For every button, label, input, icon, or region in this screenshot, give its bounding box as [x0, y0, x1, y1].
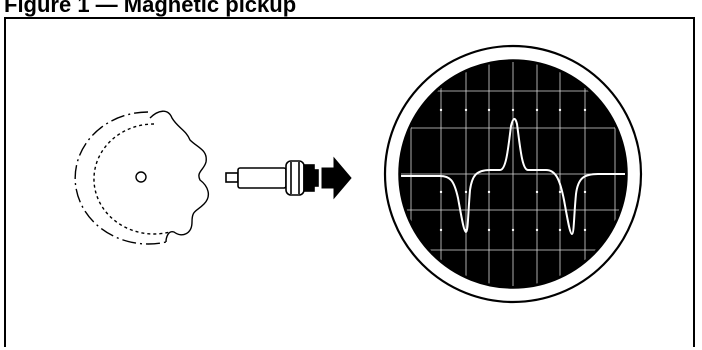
wheel-hub: [135, 171, 147, 183]
sensor-body: [237, 167, 287, 189]
wheel-inner-dashed: [93, 123, 171, 235]
toothed-wheel: [74, 110, 210, 245]
sensor-connector: [303, 164, 315, 192]
oscilloscope-waveform: [401, 118, 625, 236]
oscilloscope: [383, 44, 643, 304]
magnetic-sensor: [225, 160, 319, 196]
graticule-ticks: [439, 108, 587, 232]
sensor-nut: [285, 160, 305, 196]
figure-caption: Figure 1 — Magnetic pickup: [4, 0, 297, 17]
wheel-outline-dashed: [74, 111, 167, 245]
wheel-teeth: [149, 110, 210, 243]
sensor-tip: [225, 172, 239, 183]
signal-arrow: [321, 156, 352, 200]
